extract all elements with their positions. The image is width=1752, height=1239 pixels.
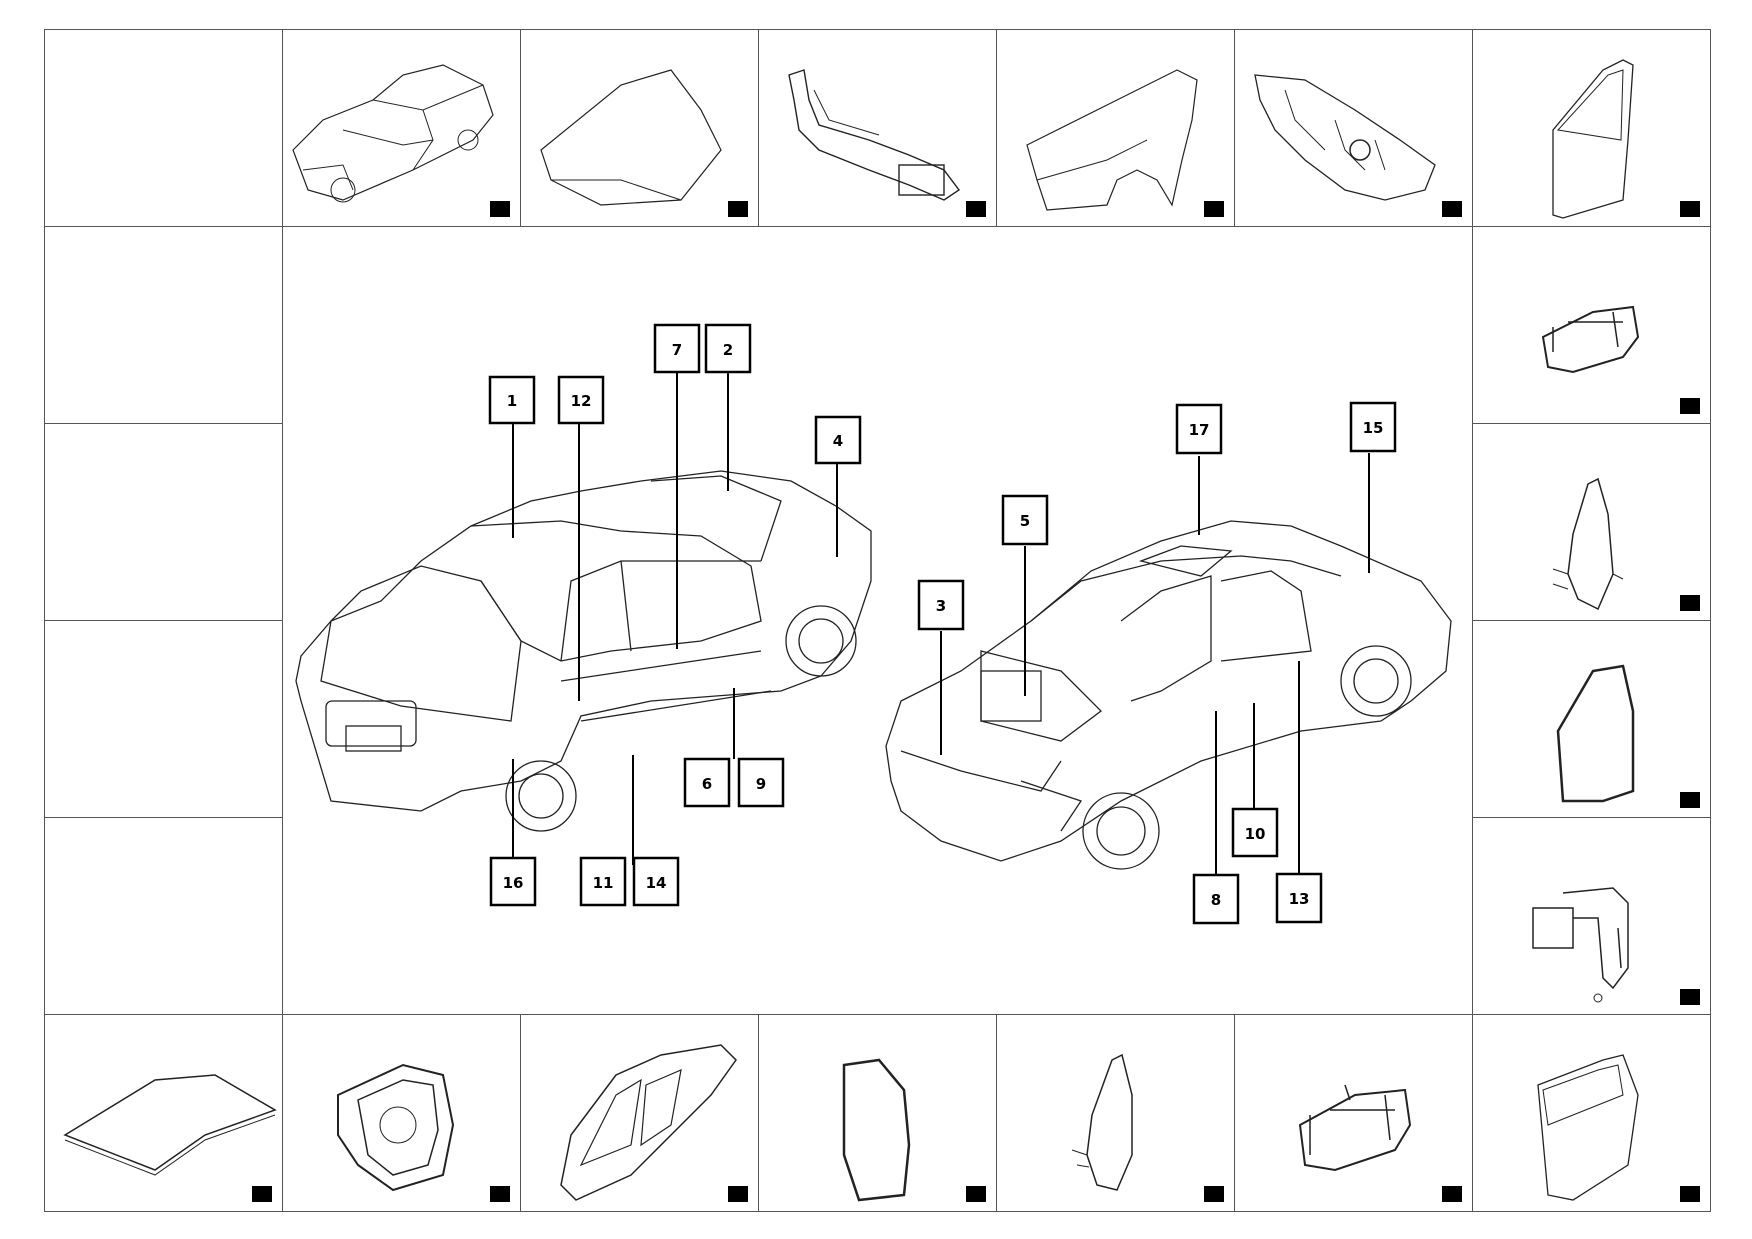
- callout-leaders: [512, 372, 1370, 875]
- fuel-door-icon: [337, 1063, 455, 1192]
- callout-12: 12: [557, 375, 605, 425]
- mirror-icon: [1552, 477, 1624, 611]
- callout-5: 5: [1001, 494, 1049, 546]
- svg-text:8: 8: [1211, 891, 1221, 909]
- part-cell-rear-mirror[interactable]: [996, 1014, 1235, 1212]
- rear-door-seal-icon: [842, 1058, 911, 1202]
- car-body-icon: [292, 64, 494, 203]
- hood-icon: [540, 69, 722, 206]
- rear-door-icon: [1537, 1054, 1639, 1201]
- part-cell-rear-door-handle[interactable]: [1234, 1014, 1473, 1212]
- svg-text:16: 16: [503, 874, 524, 892]
- body-side-panel-icon: [560, 1044, 737, 1201]
- part-marker: [728, 201, 748, 217]
- callout-13: 13: [1275, 872, 1323, 924]
- svg-text:1: 1: [507, 392, 517, 410]
- callout-1: 1: [488, 375, 536, 425]
- roof-panel-icon: [63, 1074, 277, 1176]
- svg-text:4: 4: [833, 432, 843, 450]
- callout-boxes: 1 12 7 2 4 6 9 16 11 14 17 15 5 3 10 8 1…: [488, 323, 1397, 925]
- part-marker: [966, 1186, 986, 1202]
- dash-panel-icon: [1254, 74, 1436, 201]
- svg-text:14: 14: [646, 874, 667, 892]
- part-cell-fuel-door[interactable]: [282, 1014, 521, 1212]
- svg-text:11: 11: [593, 874, 614, 892]
- part-marker: [490, 1186, 510, 1202]
- radiator-support-icon: [788, 69, 961, 201]
- part-marker: [966, 201, 986, 217]
- part-cell-door-handle[interactable]: [1472, 226, 1711, 424]
- part-marker: [1680, 792, 1700, 808]
- empty-cell-left-2: [44, 423, 283, 621]
- rear-door-handle-icon: [1298, 1084, 1412, 1172]
- door-lock-icon: [1532, 887, 1629, 1003]
- front-door-icon: [1552, 59, 1634, 219]
- rear-mirror-icon: [1071, 1053, 1133, 1191]
- part-cell-roof-panel[interactable]: [44, 1014, 283, 1212]
- part-cell-rear-door[interactable]: [1472, 1014, 1711, 1212]
- callout-11: 11: [579, 856, 627, 907]
- part-cell-hood[interactable]: [520, 29, 759, 227]
- callout-9: 9: [737, 757, 785, 808]
- part-marker: [728, 1186, 748, 1202]
- door-seal-icon: [1556, 664, 1635, 803]
- rear-view-car-outline: [295, 470, 872, 832]
- part-cell-door-lock[interactable]: [1472, 817, 1711, 1015]
- part-marker: [1680, 989, 1700, 1005]
- part-marker: [1442, 201, 1462, 217]
- part-marker: [1680, 595, 1700, 611]
- part-marker: [1204, 201, 1224, 217]
- callout-3: 3: [917, 579, 965, 631]
- svg-text:13: 13: [1289, 890, 1310, 908]
- callout-4: 4: [814, 415, 862, 465]
- part-cell-dash-panel[interactable]: [1234, 29, 1473, 227]
- svg-text:5: 5: [1020, 512, 1030, 530]
- main-diagram-area: 1 12 7 2 4 6 9 16 11 14 17 15 5 3 10 8 1…: [282, 226, 1473, 1015]
- empty-cell-left-4: [44, 817, 283, 1015]
- callout-15: 15: [1349, 401, 1397, 453]
- part-marker: [252, 1186, 272, 1202]
- part-cell-radiator-support[interactable]: [758, 29, 997, 227]
- svg-text:6: 6: [702, 775, 712, 793]
- callout-7: 7: [653, 323, 701, 374]
- front-view-car-outline: [885, 520, 1452, 870]
- callout-16: 16: [489, 856, 537, 907]
- svg-text:7: 7: [672, 341, 682, 359]
- svg-text:17: 17: [1189, 421, 1210, 439]
- callout-8: 8: [1192, 873, 1240, 925]
- svg-text:9: 9: [756, 775, 766, 793]
- callout-14: 14: [632, 856, 680, 907]
- part-cell-rear-door-seal[interactable]: [758, 1014, 997, 1212]
- part-marker: [1680, 1186, 1700, 1202]
- callout-17: 17: [1175, 403, 1223, 455]
- part-cell-car-body[interactable]: [282, 29, 521, 227]
- part-marker: [1442, 1186, 1462, 1202]
- callout-6: 6: [683, 757, 731, 808]
- svg-text:3: 3: [936, 597, 946, 615]
- svg-text:10: 10: [1245, 825, 1266, 843]
- empty-cell-top-left: [44, 29, 283, 227]
- part-marker: [490, 201, 510, 217]
- part-cell-front-fender[interactable]: [996, 29, 1235, 227]
- front-fender-icon: [1026, 69, 1198, 211]
- svg-text:12: 12: [571, 392, 592, 410]
- part-marker: [1680, 398, 1700, 414]
- part-marker: [1204, 1186, 1224, 1202]
- part-cell-door-seal[interactable]: [1472, 620, 1711, 818]
- part-cell-body-side-panel[interactable]: [520, 1014, 759, 1212]
- svg-text:2: 2: [723, 341, 733, 359]
- empty-cell-left-1: [44, 226, 283, 424]
- callout-10: 10: [1231, 807, 1279, 858]
- svg-text:15: 15: [1363, 419, 1384, 437]
- callout-2: 2: [704, 323, 752, 374]
- part-cell-mirror[interactable]: [1472, 423, 1711, 621]
- part-marker: [1680, 201, 1700, 217]
- car-exploded-diagram: 1 12 7 2 4 6 9 16 11 14 17 15 5 3 10 8 1…: [295, 323, 1452, 925]
- part-cell-front-door[interactable]: [1472, 29, 1711, 227]
- door-handle-icon: [1541, 305, 1640, 374]
- empty-cell-left-3: [44, 620, 283, 818]
